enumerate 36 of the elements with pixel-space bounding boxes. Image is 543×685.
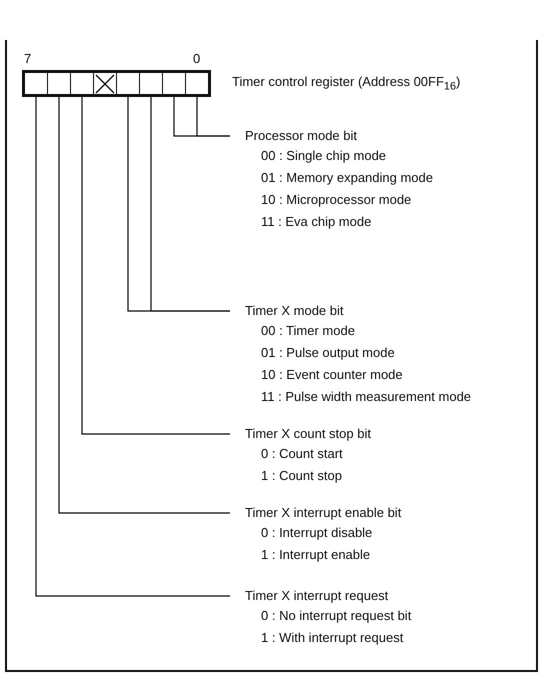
connector-line	[35, 95, 230, 597]
option-text: 10 : Event counter mode	[261, 366, 403, 384]
register-bit-cell	[47, 72, 71, 95]
option-text: 10 : Microprocessor mode	[261, 191, 412, 209]
bit-number: 0	[193, 50, 200, 68]
option-text: 1 : With interrupt request	[261, 629, 404, 647]
connector-line	[58, 95, 230, 514]
register-box	[22, 70, 211, 97]
option-text: 00 : Timer mode	[261, 322, 355, 340]
option-text: 0 : Count start	[261, 445, 343, 463]
field-heading: Timer X count stop bit	[245, 425, 371, 443]
option-text: 1 : Count stop	[261, 467, 342, 485]
register-caption: Timer control register (Address 00FF$_{16}$)	[232, 73, 460, 95]
connector-line	[196, 95, 230, 137]
field-heading: Timer X interrupt enable bit	[245, 504, 402, 522]
option-text: 01 : Memory expanding mode	[261, 169, 433, 187]
option-text: 00 : Single chip mode	[261, 147, 386, 165]
register-bit-cell	[116, 72, 140, 95]
option-text: 1 : Interrupt enable	[261, 546, 370, 564]
register-bit-cell	[162, 72, 186, 95]
register-bit-cell	[139, 72, 163, 95]
reserved-bit-cell	[93, 72, 117, 95]
field-heading: Timer X mode bit	[245, 302, 344, 320]
connector-line	[150, 95, 230, 312]
register-bit-cell	[24, 72, 48, 95]
option-text: 11 : Eva chip mode	[261, 213, 372, 231]
option-text: 0 : No interrupt request bit	[261, 607, 412, 625]
connector-line	[81, 95, 230, 435]
bit-number: 7	[24, 50, 32, 68]
option-text: 11 : Pulse width measurement mode	[261, 388, 472, 406]
option-text: 0 : Interrupt disable	[261, 524, 372, 542]
field-heading: Timer X interrupt request	[245, 587, 388, 605]
option-text: 01 : Pulse output mode	[261, 344, 395, 362]
register-bit-cell	[70, 72, 94, 95]
field-heading: Processor mode bit	[245, 127, 357, 145]
register-bit-cell	[185, 72, 209, 95]
